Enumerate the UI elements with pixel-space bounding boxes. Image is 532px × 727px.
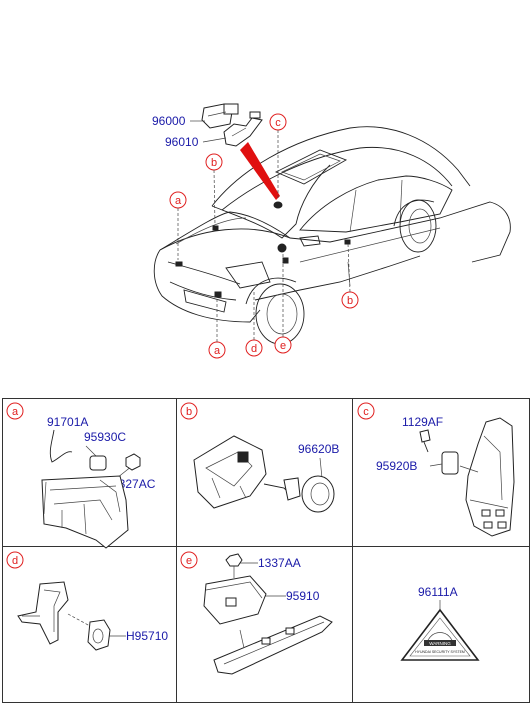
- callout-d-bottom: d: [245, 290, 263, 357]
- part-95920B: 95920B: [376, 459, 417, 473]
- part-1129AF: 1129AF: [402, 415, 443, 429]
- red-arrow: [240, 142, 280, 200]
- panel-label: 96111A WARNING HYUNDAI SECURITY SYSTEM: [400, 585, 480, 661]
- svg-text:e: e: [186, 555, 192, 567]
- svg-text:d: d: [251, 343, 257, 355]
- callout-a-bottom: a: [208, 298, 226, 359]
- callout-b-top: b: [205, 153, 223, 226]
- warning-label-caption: HYUNDAI SECURITY SYSTEM: [415, 650, 465, 654]
- remote-key-part: [223, 111, 263, 147]
- part-H95710: H95710: [126, 629, 168, 643]
- overview-label-96010: 96010: [165, 135, 227, 149]
- svg-text:c: c: [275, 117, 281, 129]
- part-96111A: 96111A: [418, 585, 458, 599]
- svg-text:a: a: [175, 195, 182, 207]
- svg-text:96010: 96010: [165, 135, 199, 149]
- svg-text:a: a: [214, 345, 221, 357]
- part-95930C: 95930C: [84, 430, 126, 444]
- callout-a-top: a: [169, 191, 187, 260]
- warning-label-title: WARNING: [429, 641, 451, 646]
- panel-d: d H95710: [6, 551, 168, 651]
- svg-text:b: b: [211, 157, 217, 169]
- callout-c-top: c: [269, 113, 287, 200]
- part-95910: 95910: [286, 589, 320, 603]
- smart-key-fob-part: [201, 103, 239, 129]
- svg-text:d: d: [12, 555, 18, 567]
- part-1337AA: 1337AA: [258, 556, 301, 570]
- svg-text:c: c: [363, 406, 369, 418]
- svg-text:a: a: [12, 406, 19, 418]
- svg-text:e: e: [280, 340, 286, 352]
- car-overview: [153, 126, 511, 345]
- panel-c: c 1129AF 95920B: [357, 402, 515, 537]
- svg-text:96000: 96000: [152, 114, 186, 128]
- detail-grid: [2, 398, 530, 703]
- part-91701A: 91701A: [47, 415, 88, 429]
- panel-a: a 91701A 95930C 1327AC: [6, 402, 156, 549]
- callout-e-bottom: e: [274, 252, 292, 354]
- svg-text:b: b: [347, 295, 353, 307]
- overview-label-96000: 96000: [152, 114, 205, 128]
- panel-b: b 96620B: [180, 402, 339, 513]
- panel-e: e 1337AA 95910: [180, 551, 333, 675]
- callout-b-right: b: [341, 243, 359, 309]
- part-96620B: 96620B: [298, 442, 339, 456]
- svg-text:b: b: [186, 406, 192, 418]
